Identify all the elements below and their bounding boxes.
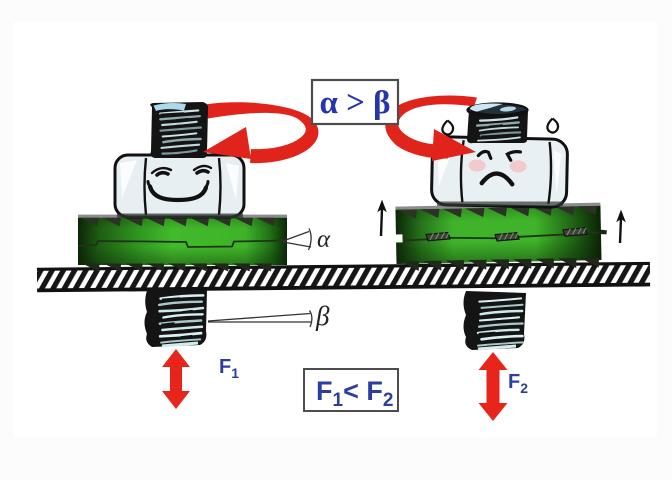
svg-text:α: α: [317, 226, 331, 253]
svg-text:α > β: α > β: [319, 85, 390, 121]
svg-text:β: β: [315, 301, 330, 331]
svg-text:F1< F2: F1< F2: [316, 376, 393, 411]
